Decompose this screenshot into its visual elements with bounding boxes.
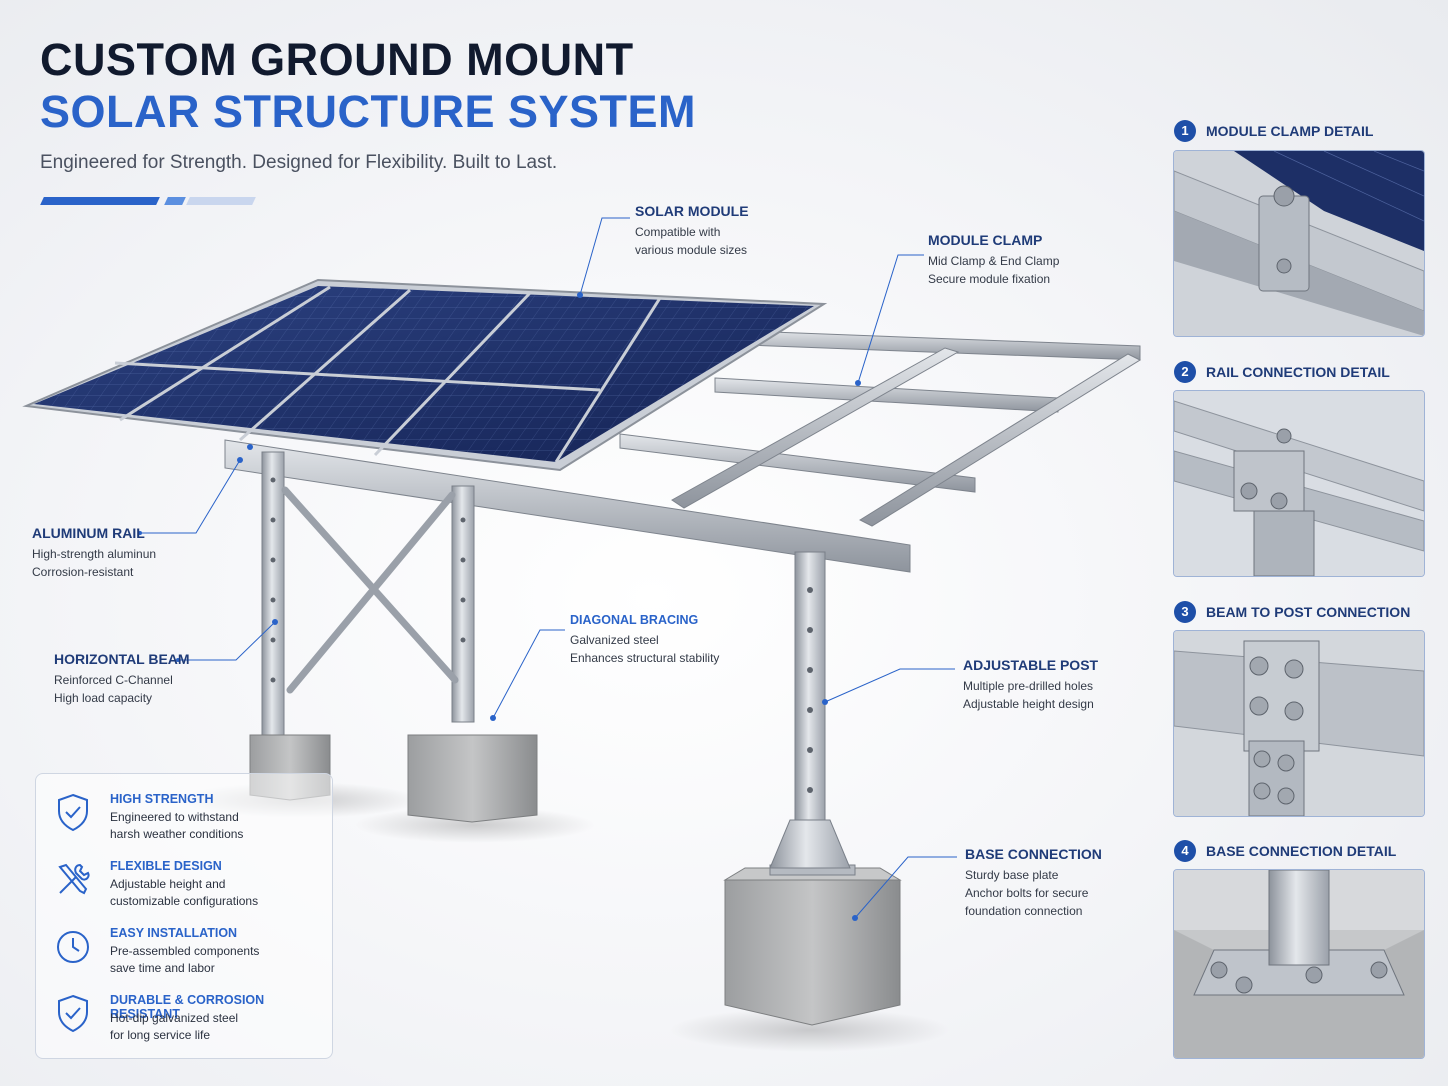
page-subtitle: Engineered for Strength. Designed for Fl…	[40, 152, 558, 173]
detail-beam-to-post-image	[1173, 630, 1425, 817]
callout-solar-module: SOLAR MODULE Compatible with various mod…	[635, 203, 749, 257]
detail-2-number: 2	[1174, 361, 1196, 383]
features-box: HIGH STRENGTH Engineered to withstand ha…	[35, 773, 333, 1059]
horizontal-beam	[224, 439, 911, 573]
detail-rail-connection-image	[1173, 390, 1425, 577]
callout-aluminum-rail: ALUMINUM RAIL High-strength aluminun Cor…	[32, 525, 157, 579]
detail-2-title: 2 RAIL CONNECTION DETAIL	[1174, 361, 1390, 383]
callout-horizontal-beam: HORIZONTAL BEAM Reinforced C-Channel Hig…	[54, 651, 190, 705]
detail-4-number: 4	[1174, 840, 1196, 862]
page-title-line2: SOLAR STRUCTURE SYSTEM	[40, 86, 697, 137]
diagonal-bracing	[281, 486, 459, 694]
rail-grid	[619, 329, 1142, 527]
detail-1-title: 1 MODULE CLAMP DETAIL	[1174, 120, 1373, 142]
callout-adjustable-post: ADJUSTABLE POST Multiple pre-drilled hol…	[963, 657, 1099, 711]
detail-base-connection-image	[1173, 869, 1425, 1059]
detail-4-title: 4 BASE CONNECTION DETAIL	[1174, 840, 1396, 862]
feature-item-easy-installation: EASY INSTALLATION Pre-assembled componen…	[36, 926, 332, 986]
feature-item-durable: DURABLE & CORROSION RESISTANT Hot-dip ga…	[36, 993, 332, 1053]
detail-3-title: 3 BEAM TO POST CONNECTION	[1174, 601, 1410, 623]
solar-modules	[22, 278, 828, 472]
feature-item-high-strength: HIGH STRENGTH Engineered to withstand ha…	[36, 792, 332, 852]
shield-check-icon	[58, 793, 88, 832]
wrench-screwdriver-icon	[58, 863, 90, 895]
callout-diagonal-bracing: DIAGONAL BRACING Galvanized steel Enhanc…	[570, 613, 720, 665]
page-title: CUSTOM GROUND MOUNT	[40, 34, 634, 85]
detail-module-clamp-image	[1173, 150, 1425, 337]
clock-icon	[57, 931, 89, 963]
detail-1-number: 1	[1174, 120, 1196, 142]
shield-check-icon	[58, 994, 88, 1033]
callout-module-clamp: MODULE CLAMP Mid Clamp & End Clamp Secur…	[928, 232, 1060, 286]
callout-base-connection: BASE CONNECTION Sturdy base plate Anchor…	[965, 846, 1102, 918]
detail-3-number: 3	[1174, 601, 1196, 623]
feature-item-flexible-design: FLEXIBLE DESIGN Adjustable height and cu…	[36, 859, 332, 919]
